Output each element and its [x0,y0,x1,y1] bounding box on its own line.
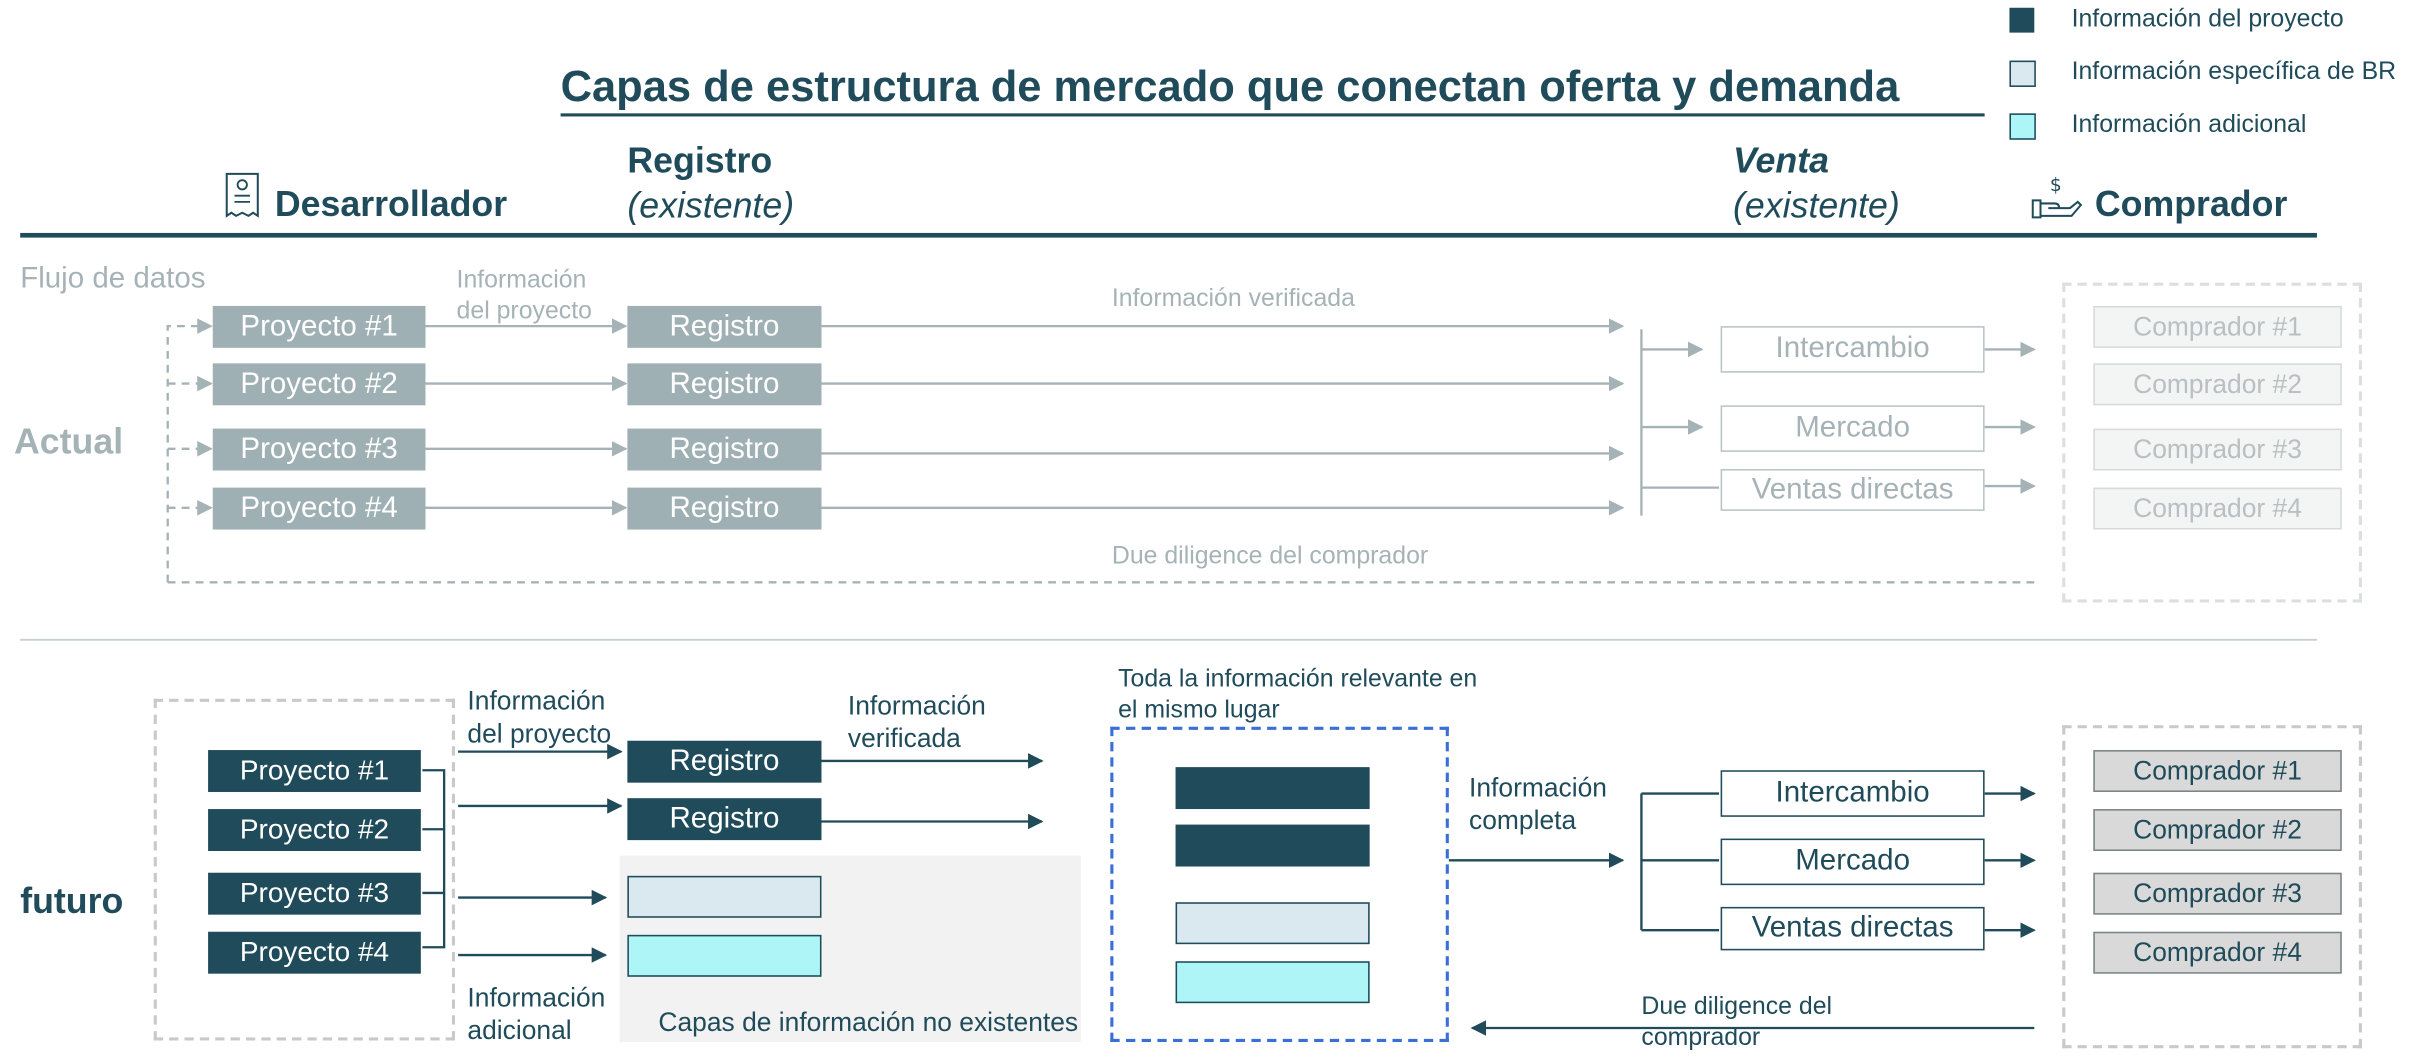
future-project-info-label: Información del proyecto [467,686,612,749]
future-buyer-2: Comprador #2 [2093,809,2342,851]
future-buyer-4: Comprador #4 [2093,931,2342,974]
current-channel-direct-sales: Ventas directas [1720,468,1985,511]
info-hub [1110,726,1449,1042]
future-buyer-3: Comprador #3 [2093,872,2342,915]
registry-header-sub: (existente) [627,184,795,226]
current-buyers-group [2062,282,2362,603]
svg-text:$: $ [2050,175,2062,196]
current-project-1: Proyecto #1 [212,305,426,348]
current-channel-market: Mercado [1720,405,1985,452]
legend-label: Información del proyecto [2071,6,2344,33]
hub-br-info-layer [1175,902,1370,945]
legend-swatch-light [2009,60,2036,87]
legend-swatch-dark [2009,7,2035,33]
complete-info-label: Información completa [1469,773,1607,836]
future-project-2: Proyecto #2 [208,809,421,851]
current-registry-4: Registro [627,487,822,530]
current-registry-3: Registro [627,428,822,471]
future-registry-2: Registro [627,798,822,841]
future-additional-info-label: Información adicional [467,982,606,1046]
current-buyer-1: Comprador #1 [2093,305,2342,348]
future-registry-1: Registro [627,740,822,783]
current-registry-1: Registro [627,305,822,348]
future-project-4: Proyecto #4 [208,931,421,974]
future-channel-direct-sales: Ventas directas [1720,906,1985,951]
hub-project-info-layer-2 [1175,824,1370,867]
current-buyer-3: Comprador #3 [2093,428,2342,471]
current-verified-label: Información verificada [1111,285,1355,313]
title-underline [560,113,1985,117]
data-flow-label: Flujo de datos [20,262,206,296]
current-project-3: Proyecto #3 [212,428,426,471]
buyer-header-label: Comprador [2094,183,2288,224]
hub-label: Toda la información relevante en el mism… [1118,666,1478,724]
future-row-label: futuro [20,880,124,921]
sale-header-sub: (existente) [1733,184,1900,226]
page-title: Capas de estructura de mercado que conec… [560,62,1900,111]
nonexistent-layers-label: Capas de información no existentes [658,1007,1079,1038]
sale-header: Venta [1733,139,1829,181]
future-project-1: Proyecto #1 [208,750,421,792]
current-channel-exchange: Intercambio [1720,326,1985,373]
hub-additional-info-layer [1175,961,1370,1004]
registry-header: Registro [627,139,773,181]
future-additional-info-layer [627,934,822,977]
future-br-info-layer [627,875,822,918]
current-due-diligence-label: Due diligence del comprador [1111,543,1429,570]
legend-swatch-cyan [2009,113,2036,140]
legend-label: Información adicional [2071,111,2307,139]
future-channel-market: Mercado [1720,838,1985,886]
current-buyer-4: Comprador #4 [2093,487,2342,530]
header-divider [20,232,2317,238]
receipt-icon [225,172,259,218]
future-due-diligence-label: Due diligence del comprador [1641,993,1833,1052]
hand-dollar-icon: $ [2031,175,2083,219]
developer-header-label: Desarrollador [274,183,508,224]
future-channel-exchange: Intercambio [1720,770,1985,817]
current-project-info-label: Información del proyecto [456,267,592,325]
future-project-3: Proyecto #3 [208,872,421,915]
current-project-2: Proyecto #2 [212,363,426,406]
future-verified-label: Información verificada [847,691,986,754]
current-row-label: Actual [13,420,124,462]
legend-label: Información específica de BR [2071,59,2397,86]
future-buyer-1: Comprador #1 [2093,750,2342,792]
current-registry-2: Registro [627,363,822,406]
future-buyers-group [2062,725,2362,1049]
future-projects-group [153,698,455,1041]
hub-project-info-layer-1 [1175,767,1370,810]
current-buyer-2: Comprador #2 [2093,363,2342,406]
current-project-4: Proyecto #4 [212,487,426,530]
